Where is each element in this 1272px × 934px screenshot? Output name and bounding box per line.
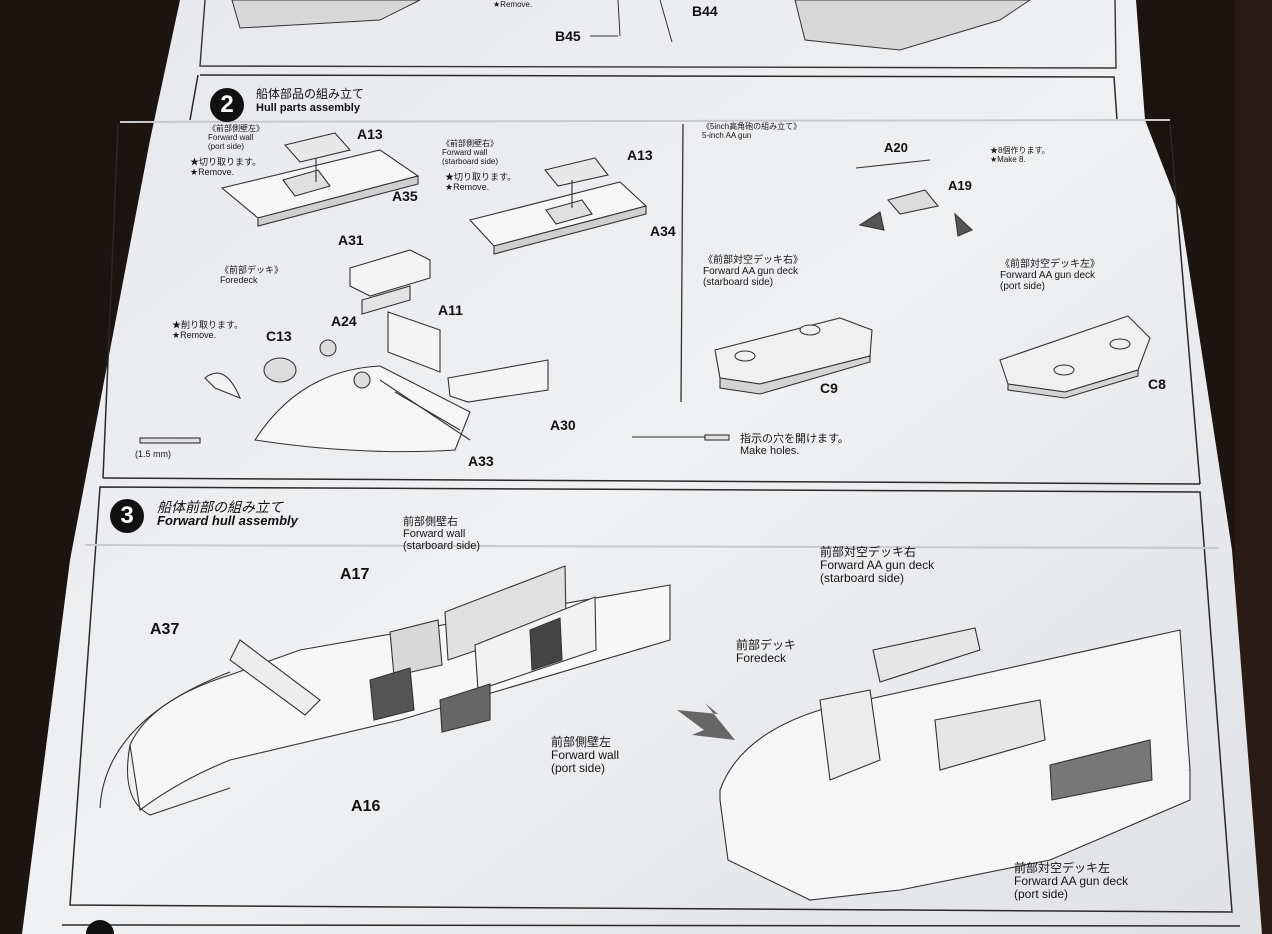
make-eight-note: ★8個作ります。 ★Make 8. (990, 146, 1050, 164)
cut-note-1: ★切り取ります。 ★Remove. (190, 157, 261, 177)
part-label-a11: A11 (438, 302, 463, 318)
part-label-a30: A30 (550, 417, 576, 433)
aa-port-step3-jp: 前部対空デッキ左 (1014, 861, 1111, 875)
step3-title: 船体前部の組み立て Forward hull assembly (157, 500, 298, 528)
fw-starboard-jp: 前部側壁右 (403, 516, 458, 528)
forward-wall-port-label: 前部側壁左 Forward wall (port side) (551, 736, 619, 775)
step3-title-en: Forward hull assembly (157, 513, 298, 528)
step1-remove-note: ★Remove. (493, 0, 533, 9)
foredeck-step3-label: 前部デッキ Foredeck (736, 639, 796, 665)
aa-starboard-step3-en2: (starboard side) (820, 571, 905, 585)
make-eight-note-jp: ★8個作ります。 (990, 146, 1050, 155)
step3-title-jp: 船体前部の組み立て (157, 499, 283, 515)
starboard-wall-label-jp: 《前部側壁右》 (442, 139, 498, 148)
make-holes-en: Make holes. (740, 445, 800, 457)
aa-deck-port-en2: (port side) (1000, 281, 1046, 292)
part-label-a37: A37 (150, 621, 180, 638)
cut-note-1-jp: ★切り取ります。 (190, 157, 262, 167)
starboard-wall-label-en: Forward wall (442, 148, 488, 157)
foredeck-label-en: Foredeck (220, 275, 258, 285)
step2-frame (102, 74, 1201, 485)
aa-deck-starboard-label: 《前部対空デッキ右》 Forward AA gun deck (starboar… (703, 255, 803, 288)
step2-number-badge: 2 (210, 88, 244, 122)
step2-title-jp: 船体部品の組み立て (256, 87, 365, 101)
part-label-a13-left: A13 (357, 126, 383, 142)
foredeck-step3-en: Foredeck (736, 651, 787, 665)
part-label-a33: A33 (468, 453, 494, 469)
aa-starboard-step3-en: Forward AA gun deck (820, 558, 935, 572)
foredeck-label-jp: 《前部デッキ》 (220, 265, 284, 275)
shave-note: ★削り取ります。 ★Remove. (172, 320, 243, 340)
part-label-c13: C13 (266, 328, 292, 344)
fw-port-jp: 前部側壁左 (551, 735, 612, 749)
shave-note-en: ★Remove. (172, 330, 217, 340)
step3-frame (69, 486, 1233, 913)
aa-deck-port-jp: 《前部対空デッキ左》 (1000, 259, 1100, 270)
part-label-b44: B44 (692, 3, 718, 19)
part-label-b45: B45 (555, 28, 581, 44)
make-holes-jp: 指示の穴を開けます。 (740, 433, 849, 445)
part-label-a34: A34 (650, 223, 676, 239)
cut-note-2: ★切り取ります。 ★Remove. (445, 172, 516, 192)
foredeck-step3-jp: 前部デッキ (736, 638, 797, 652)
aa-gun-label: 《5inch高角砲の組み立て》 5-inch AA gun (702, 122, 801, 140)
part-label-a31: A31 (338, 232, 364, 248)
shave-note-jp: ★削り取ります。 (172, 320, 244, 330)
part-label-a16: A16 (351, 798, 381, 815)
aa-deck-starboard-step3-label: 前部対空デッキ右 Forward AA gun deck (starboard … (820, 546, 934, 585)
fw-port-en2: (port side) (551, 761, 606, 775)
aa-gun-label-jp: 《5inch高角砲の組み立て》 (702, 122, 802, 131)
aa-deck-starboard-en2: (starboard side) (703, 277, 774, 288)
aa-deck-starboard-jp: 《前部対空デッキ右》 (703, 255, 803, 266)
aa-deck-port-step3-label: 前部対空デッキ左 Forward AA gun deck (port side) (1014, 862, 1128, 901)
make-eight-note-en: ★Make 8. (990, 155, 1026, 164)
port-wall-label-en: Forward wall (208, 133, 254, 142)
part-label-a13-right: A13 (627, 147, 653, 163)
step2-title-en: Hull parts assembly (256, 102, 360, 114)
step3-number-badge: 3 (110, 499, 144, 533)
fw-starboard-en: Forward wall (403, 528, 466, 540)
port-wall-label-en2: (port side) (208, 142, 245, 151)
part-label-c8: C8 (1148, 376, 1166, 392)
part-label-a35: A35 (392, 188, 418, 204)
cut-note-1-en: ★Remove. (190, 167, 235, 177)
aa-port-step3-en: Forward AA gun deck (1014, 874, 1129, 888)
foredeck-label: 《前部デッキ》 Foredeck (220, 265, 283, 285)
fw-starboard-en2: (starboard side) (403, 540, 481, 552)
part-label-a17: A17 (340, 566, 370, 583)
cut-note-2-en: ★Remove. (445, 182, 490, 192)
aa-starboard-step3-jp: 前部対空デッキ右 (820, 545, 917, 559)
aa-deck-port-en: Forward AA gun deck (1000, 270, 1096, 281)
make-holes-note: 指示の穴を開けます。 Make holes. (740, 433, 849, 457)
part-label-a24: A24 (331, 313, 357, 329)
aa-port-step3-en2: (port side) (1014, 887, 1069, 901)
part-label-a19: A19 (948, 178, 972, 193)
step1-frame (199, 0, 1117, 69)
aa-deck-starboard-en: Forward AA gun deck (703, 266, 799, 277)
step2-title: 船体部品の組み立て Hull parts assembly (256, 87, 364, 115)
starboard-wall-label: 《前部側壁右》 Forward wall (starboard side) (442, 139, 498, 166)
forward-wall-starboard-label: 前部側壁右 Forward wall (starboard side) (403, 516, 480, 552)
aa-gun-label-en: 5-inch AA gun (702, 131, 752, 140)
starboard-wall-label-en2: (starboard side) (442, 157, 499, 166)
part-label-c9: C9 (820, 380, 838, 396)
cut-note-2-jp: ★切り取ります。 (445, 172, 517, 182)
fw-port-en: Forward wall (551, 748, 620, 762)
aa-deck-port-label: 《前部対空デッキ左》 Forward AA gun deck (port sid… (1000, 259, 1100, 292)
drill-size-label: (1.5 mm) (135, 449, 171, 459)
part-label-a20: A20 (884, 140, 908, 155)
port-wall-label-jp: 《前部側壁左》 (208, 124, 264, 133)
port-wall-label: 《前部側壁左》 Forward wall (port side) (208, 124, 264, 151)
